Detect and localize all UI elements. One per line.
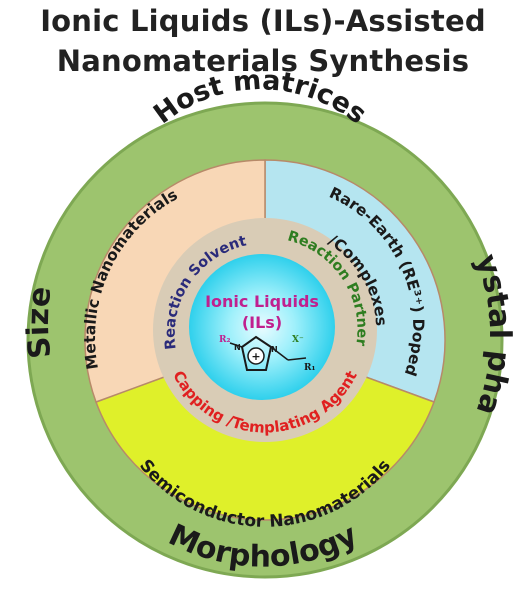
page-title-line1: Ionic Liquids (ILs)-Assisted <box>40 4 486 38</box>
svg-text:N: N <box>234 343 241 352</box>
svg-text:N: N <box>271 345 278 354</box>
core-title-line1: Ionic Liquids <box>205 292 319 311</box>
imidazolium-structure-icon: N N <box>229 335 307 371</box>
core-plus-sign: + <box>251 350 260 363</box>
core-anion-label: X⁻ <box>292 335 304 345</box>
core-title-line2: (ILs) <box>242 313 282 332</box>
core-r1-label: R₁ <box>304 363 315 373</box>
ionic-liquid-core <box>189 254 335 400</box>
label-size: Size <box>21 285 59 361</box>
core-r2-label: R₂ <box>219 335 230 345</box>
page-title-line2: Nanomaterials Synthesis <box>56 44 470 78</box>
